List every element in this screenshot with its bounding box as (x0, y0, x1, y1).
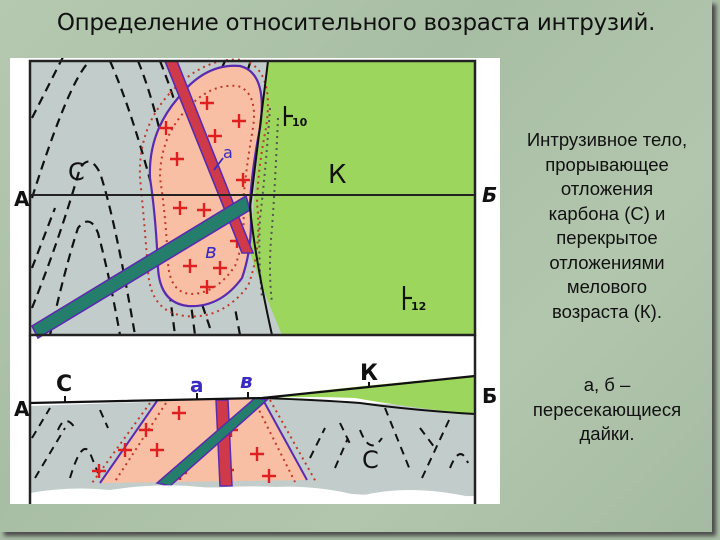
label-carbon-map: С (68, 158, 85, 186)
caption-line: перекрытое (556, 227, 658, 248)
caption-line: а, б – (583, 374, 631, 395)
label-dike-a-section: а (190, 373, 204, 397)
caption-line: прорывающее (545, 153, 669, 175)
caption-line: отложениями (549, 251, 665, 273)
label-dike-b-map: в (205, 239, 217, 263)
geologic-figure: А Б С К а в 10 12 А Б С С К а в (10, 58, 500, 504)
label-carbon-body: С (362, 446, 379, 474)
caption-line: карбона (С) и (548, 202, 666, 224)
label-b-map: Б (482, 183, 497, 207)
label-a-section: А (14, 397, 30, 421)
label-dip-12: 12 (411, 300, 426, 313)
label-carbon-surface: С (56, 372, 72, 397)
label-dike-b-section: в (240, 369, 253, 393)
geologic-cross-section (28, 335, 477, 504)
geologic-map (28, 58, 477, 340)
label-a-map: А (14, 187, 30, 211)
caption-line: дайки. (579, 423, 635, 444)
label-dip-10: 10 (292, 116, 308, 129)
label-cretaceous-map: К (328, 160, 346, 190)
caption-dikes-description: а, б – пересекающиеся дайки. (505, 373, 709, 447)
label-dike-a-map: а (223, 143, 233, 162)
geologic-map-and-section: А Б С К а в 10 12 А Б С С К а в (14, 58, 497, 504)
caption-line: Интрузивное тело, (526, 129, 688, 150)
label-b-section: Б (482, 384, 497, 408)
caption-line: пересекающиеся (532, 398, 682, 420)
slide-title: Определение относительного возраста интр… (56, 10, 656, 36)
label-cretaceous-section: К (360, 361, 378, 386)
caption-line: отложения (560, 178, 654, 199)
caption-intrusion-description: Интрузивное тело, прорывающее отложения … (505, 128, 709, 324)
caption-line: возраста (К). (552, 300, 662, 322)
caption-line: мелового (566, 276, 648, 297)
slide: Определение относительного возраста интр… (0, 0, 712, 532)
